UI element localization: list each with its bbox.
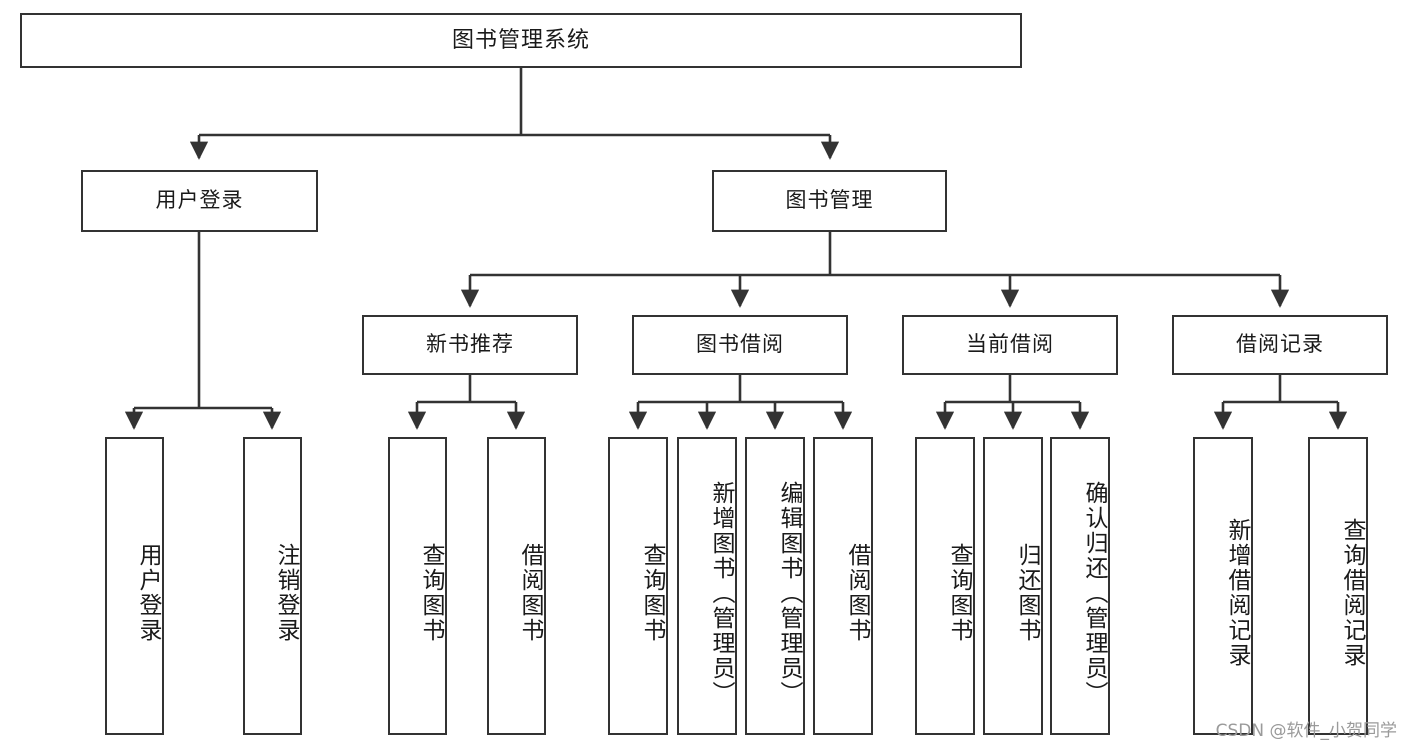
node-root-system[interactable]: 图书管理系统 (20, 13, 1022, 68)
leaf-add-book-admin[interactable]: 新增图书（管理员） (677, 437, 737, 735)
leaf-logout-login[interactable]: 注销登录 (243, 437, 302, 735)
node-book-manage[interactable]: 图书管理 (712, 170, 947, 232)
leaf-add-borrow-record[interactable]: 新增借阅记录 (1193, 437, 1253, 735)
node-new-book-recommend[interactable]: 新书推荐 (362, 315, 578, 375)
leaf-query-book-current[interactable]: 查询图书 (915, 437, 975, 735)
node-current-borrow[interactable]: 当前借阅 (902, 315, 1118, 375)
leaf-borrow-book[interactable]: 借阅图书 (813, 437, 873, 735)
node-borrow-record[interactable]: 借阅记录 (1172, 315, 1388, 375)
leaf-borrow-book-recommend[interactable]: 借阅图书 (487, 437, 546, 735)
csdn-watermark: CSDN @软件_小贺同学 (1215, 721, 1397, 741)
leaf-return-book[interactable]: 归还图书 (983, 437, 1043, 735)
node-book-borrow[interactable]: 图书借阅 (632, 315, 848, 375)
leaf-query-book-borrow[interactable]: 查询图书 (608, 437, 668, 735)
leaf-edit-book-admin[interactable]: 编辑图书（管理员） (745, 437, 805, 735)
leaf-query-book-recommend[interactable]: 查询图书 (388, 437, 447, 735)
leaf-query-borrow-record[interactable]: 查询借阅记录 (1308, 437, 1368, 735)
leaf-confirm-return-admin[interactable]: 确认归还（管理员） (1050, 437, 1110, 735)
node-user-login[interactable]: 用户登录 (81, 170, 318, 232)
leaf-user-login[interactable]: 用户登录 (105, 437, 164, 735)
